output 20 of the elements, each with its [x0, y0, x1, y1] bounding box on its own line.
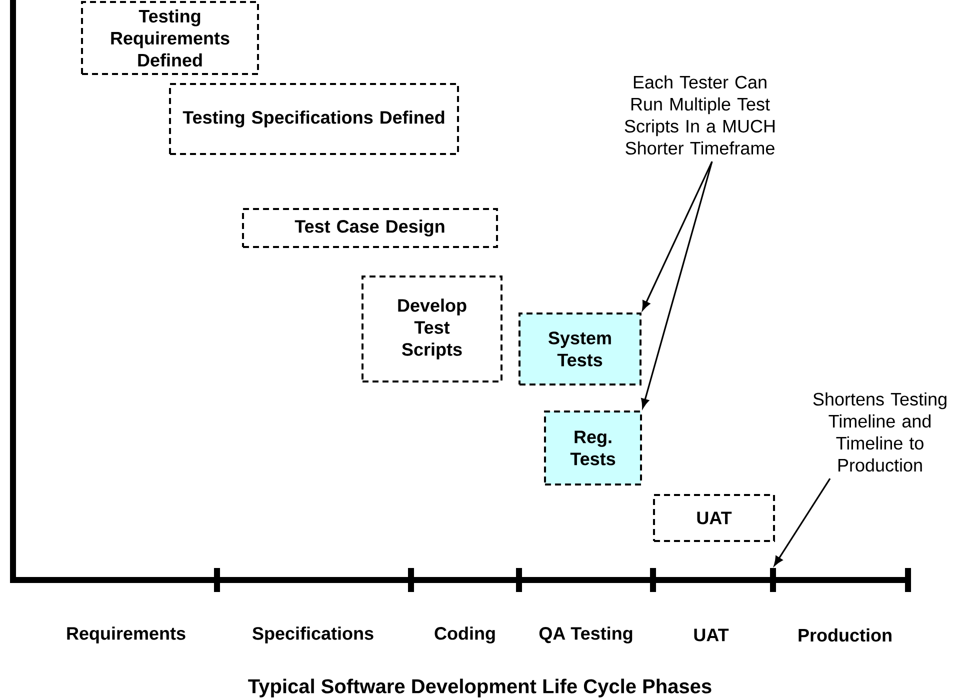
test-phase-box: Reg. Tests [544, 410, 642, 486]
test-phase-box: Develop Test Scripts [362, 276, 502, 382]
test-phase-box: Testing Requirements Defined [81, 1, 259, 75]
arrow [774, 478, 831, 566]
test-phase-box: Testing Specifications Defined [169, 83, 459, 155]
test-phase-box: System Tests [518, 312, 642, 386]
arrow [642, 161, 713, 310]
phase-label: Production [798, 628, 892, 642]
tick-mark [770, 568, 776, 592]
note-text: Each Tester Can Run Multiple Test Scripts In a MUCH Shorter Timeframe [624, 75, 775, 155]
axis-caption: Typical Software Development Life Cycle Phases [248, 678, 712, 698]
phase-label: Specifications [252, 626, 374, 644]
arrow [641, 161, 713, 408]
test-phase-box: UAT [653, 494, 775, 542]
phase-label: Requirements [67, 626, 186, 644]
phase-label: UAT [694, 628, 729, 642]
phase-label: Coding [434, 626, 495, 644]
test-phase-box: Test Case Design [242, 208, 498, 248]
phase-label: QA Testing [539, 626, 632, 644]
note-text: Shortens Testing Timeline and Timeline to Production [813, 392, 946, 472]
